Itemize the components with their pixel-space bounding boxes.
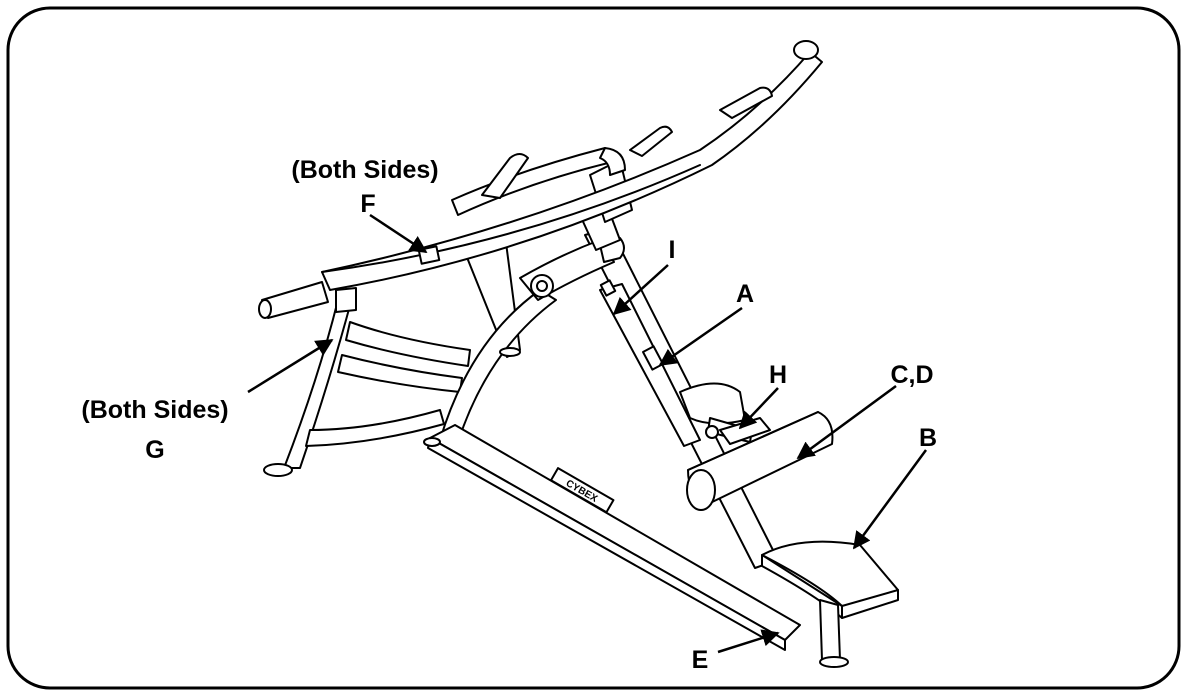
leader-e <box>717 629 780 654</box>
callout-i-letter: I <box>669 236 676 264</box>
leader-g <box>247 338 334 394</box>
callout-h-letter: H <box>769 361 787 389</box>
pop-pin-knob <box>705 425 719 439</box>
callout-g-qualifier: (Both Sides) <box>81 396 228 424</box>
leader-b <box>852 449 928 550</box>
leader-h <box>738 387 779 430</box>
machine-illustration: CYBEX <box>258 40 899 668</box>
callout-b-letter: B <box>919 424 937 452</box>
lever-arm-top-edge <box>321 164 701 273</box>
callout-f-letter: F <box>360 190 375 218</box>
lever-tip-cap <box>793 40 819 60</box>
thigh-pad-end <box>686 469 716 511</box>
leader-lines <box>247 213 928 654</box>
leader-f <box>369 213 428 254</box>
thigh-pad-top <box>687 411 819 471</box>
left-end-cap <box>258 299 272 319</box>
leader-a <box>658 306 743 367</box>
leader-cd <box>796 384 897 460</box>
cross-brace-lower <box>305 409 445 447</box>
callout-cd-letter: C,D <box>890 361 933 389</box>
callout-a-letter: A <box>736 280 754 308</box>
leader-i <box>612 264 669 316</box>
front-handle-left <box>481 153 529 199</box>
lever-arm <box>321 51 823 291</box>
foot-left <box>263 463 293 477</box>
foot-center <box>423 437 441 447</box>
cross-brace-upper <box>345 321 471 367</box>
foot-rear <box>499 347 521 357</box>
upright-decal <box>599 279 617 297</box>
callout-g-letter: G <box>145 436 164 464</box>
callout-f-qualifier: (Both Sides) <box>291 156 438 184</box>
handle-arm-hook <box>599 147 626 176</box>
front-handle-right <box>629 125 673 157</box>
callout-labels: (Both Sides) F (Both Sides) G I A H C,D … <box>81 156 937 674</box>
pivot-cap-inner <box>536 280 548 292</box>
seat-post <box>819 599 841 661</box>
foot-front <box>819 656 849 668</box>
left-pivot-mount <box>335 287 357 313</box>
adjustment-decal <box>642 345 664 371</box>
diagram-frame <box>6 6 1181 690</box>
rear-handle-grip <box>719 86 773 119</box>
adjustment-plate <box>679 382 746 425</box>
seat-pad-front <box>841 589 899 619</box>
callout-e-letter: E <box>692 646 709 674</box>
